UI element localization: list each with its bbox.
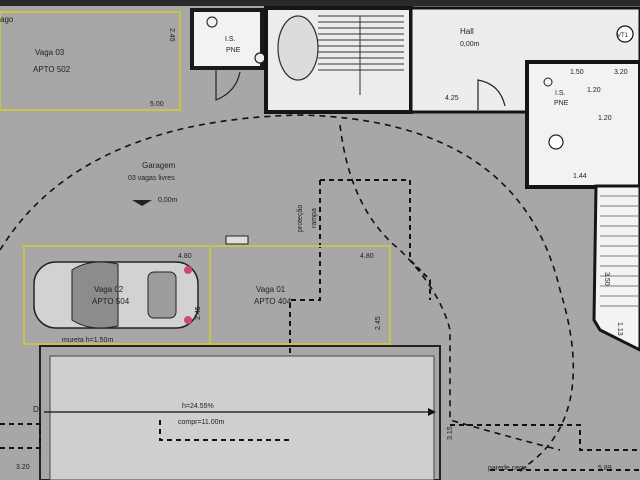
- middle-right-space-name: Vaga 01: [256, 285, 286, 294]
- pool-inner: [49, 355, 435, 480]
- top-left-dim-side: 2.45: [168, 28, 175, 42]
- middle-left-dim-top: 4.80: [178, 253, 192, 260]
- garage-subtitle: 03 vagas livres: [128, 175, 175, 182]
- ramp-protecao-2: rampa: [311, 208, 318, 228]
- middle-left-space-unit: APTO 504: [92, 297, 130, 306]
- pne-restroom: [190, 8, 264, 70]
- pne-label-1: I.S.: [225, 36, 236, 43]
- driveway-arc: [0, 114, 575, 471]
- bottom-dashed-wall: [0, 423, 41, 449]
- garage-title: Garagem: [142, 161, 176, 170]
- right-wc-label-1: I.S.: [555, 90, 566, 97]
- hall-level: 0,00m: [460, 41, 480, 48]
- right-wc-dim-1: 1.50: [570, 69, 584, 76]
- vt-code: VT1: [617, 33, 629, 39]
- top-left-space-unit: APTO 502: [33, 65, 71, 74]
- bottom-right-dim: 5.89: [598, 465, 612, 472]
- pne-label-2: PNE: [226, 47, 241, 54]
- right-dim-1: 3.50: [603, 272, 610, 286]
- hall-door-swing: [477, 79, 506, 110]
- middle-right-space-unit: APTO 404: [254, 297, 292, 306]
- top-border: [0, 0, 640, 6]
- right-dim-2: 1.13: [616, 322, 623, 336]
- vt-marker: [616, 25, 634, 43]
- right-wc-dim-2: 1.20: [587, 87, 601, 94]
- toilet-icon: [206, 16, 218, 28]
- bottom-left-dim: 3.20: [16, 464, 30, 471]
- garage-box: [225, 235, 249, 245]
- d-marker: D: [33, 405, 39, 414]
- driveway-arc-inner: [339, 124, 561, 451]
- pool-arrow-icon: [428, 408, 436, 416]
- right-wc-label-2: PNE: [554, 100, 569, 107]
- parede-cega-note: parede cega: [488, 465, 527, 472]
- ramp-protecao-1: proteção: [297, 205, 304, 232]
- pool-length-note: compr=11.00m: [178, 419, 225, 426]
- top-left-dim-bottom: 5.00: [150, 101, 164, 108]
- hall-title: Hall: [460, 27, 474, 36]
- bottom-dashed-wall-2: [159, 420, 290, 441]
- mureta-note: mureta h=1.50m: [62, 337, 113, 344]
- stair-steps: [318, 15, 404, 95]
- top-left-space-name: Vaga 03: [35, 48, 65, 57]
- pne-column-icon: [254, 52, 266, 64]
- hall-dim: 4.25: [445, 95, 459, 102]
- right-stair-steps: [600, 195, 640, 307]
- middle-right-dim-top: 4.80: [360, 253, 374, 260]
- right-toilet-icon: [548, 134, 564, 150]
- right-stair: [592, 184, 640, 352]
- car-icon: [33, 261, 199, 329]
- pool-height-note: h=24.55%: [182, 403, 214, 410]
- right-toilet-icon-2: [543, 77, 553, 87]
- garage-level: 0,00m: [158, 197, 178, 204]
- right-wc-dim-5: 1.44: [573, 173, 587, 180]
- right-wc-dim-4: 3.20: [614, 69, 628, 76]
- spiral-stair: [277, 15, 319, 81]
- middle-left-dim-side: 2.45: [195, 306, 202, 320]
- bottom-dashed-wall-4: [450, 424, 640, 451]
- pne-door-swing: [215, 68, 241, 101]
- level-marker-icon: [132, 200, 152, 206]
- middle-right-dim-side: 2.45: [375, 316, 382, 330]
- top-left-corner-text: ago: [0, 15, 14, 24]
- parking-space-middle-right: [209, 245, 391, 345]
- right-wc-dim-3: 1.20: [598, 115, 612, 122]
- bottom-mid-dim: 3.15: [447, 426, 454, 440]
- parking-space-top-left: [0, 11, 181, 111]
- pool-outer: [39, 345, 441, 480]
- middle-left-space-name: Vaga 02: [94, 285, 124, 294]
- right-restroom: [525, 60, 640, 189]
